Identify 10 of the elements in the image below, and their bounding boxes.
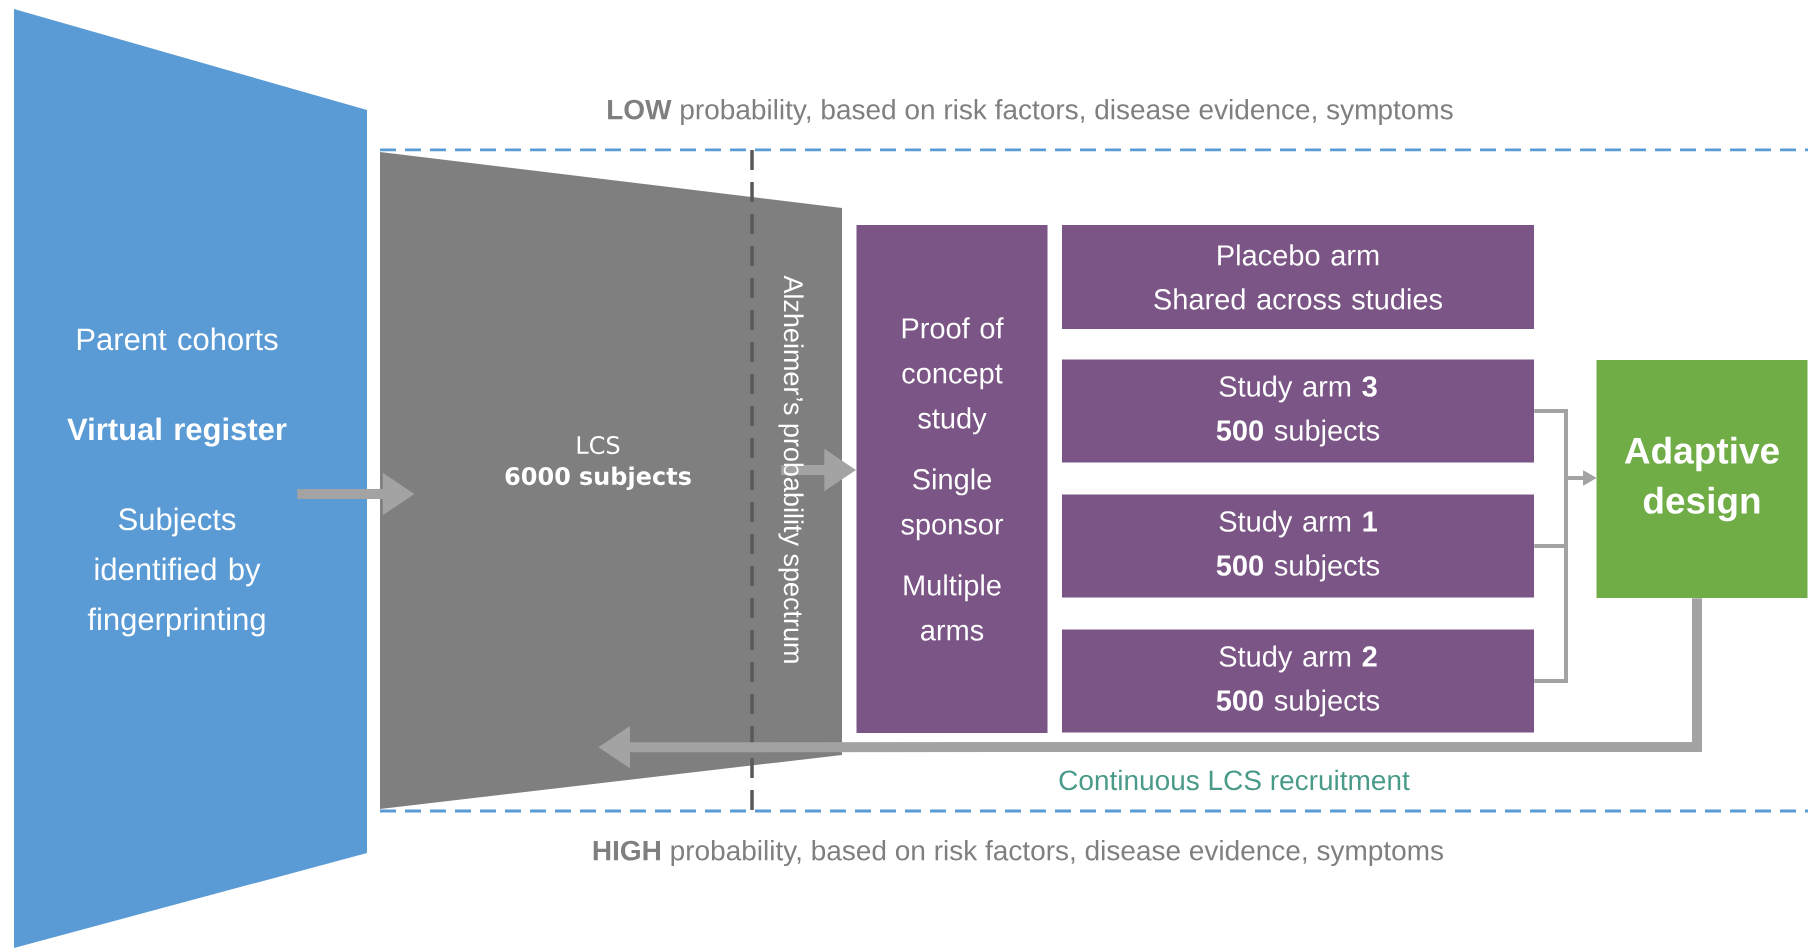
study-box: Proof of concept study Single sponsor Multiple arms — [856, 225, 1048, 733]
axis-label: Alzheimer’s probability spectrum — [778, 275, 804, 663]
band-caption: HIGH probability, based on risk factors, disease evidence, symptoms — [593, 839, 1443, 867]
design-box: Adaptive design — [1596, 360, 1808, 598]
arm-box: Study arm 2 500 subjects — [1062, 629, 1534, 733]
arm-box: Placebo arm Shared across studies — [1062, 225, 1534, 329]
arm-box: Study arm 1 500 subjects — [1062, 494, 1534, 598]
band-caption: LOW probability, based on risk factors, disease evidence, symptoms — [608, 98, 1453, 126]
arm-box: Study arm 3 500 subjects — [1062, 359, 1534, 463]
edge-label: Continuous LCS recruitment — [1057, 768, 1411, 792]
